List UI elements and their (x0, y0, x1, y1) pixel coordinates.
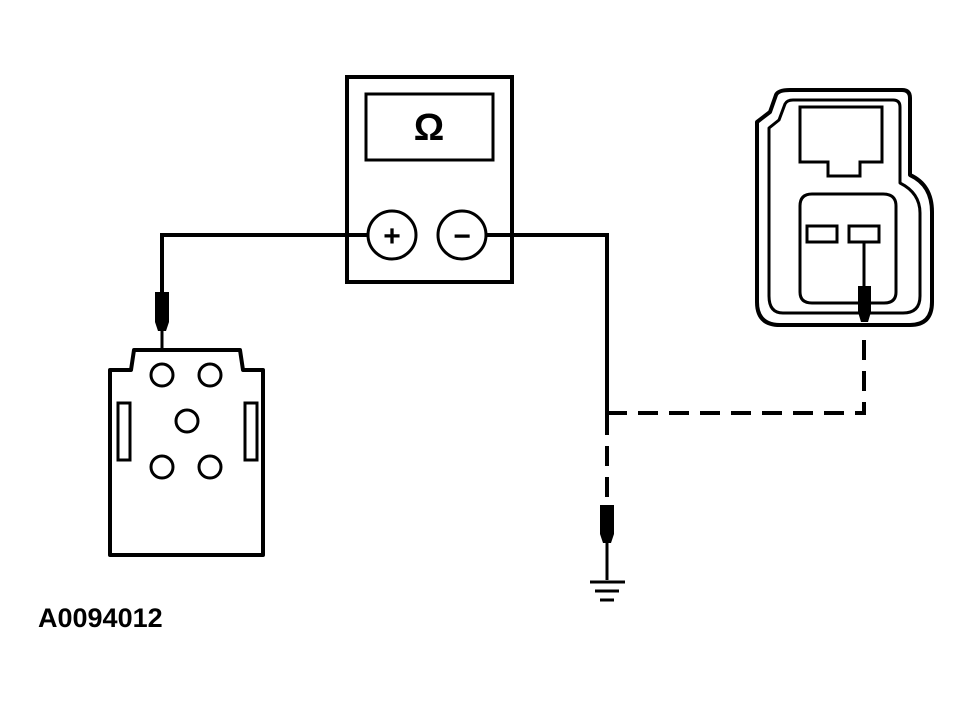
meter-display (364, 92, 495, 162)
connector-terminal-2 (847, 224, 881, 244)
test-probe-icon (600, 505, 614, 580)
probe-tip-ground (600, 505, 614, 543)
connector-lead-dashed (607, 330, 866, 415)
figure-code-label: A0094012 (38, 603, 163, 633)
connector-terminal-1 (805, 224, 839, 244)
ground-symbol-icon (590, 580, 625, 602)
positive-symbol: + (383, 220, 401, 253)
relay-pin-5 (197, 454, 223, 480)
negative-symbol: − (453, 220, 471, 253)
test-probe-icon (858, 242, 871, 322)
connector-face (798, 192, 898, 305)
relay-pin-4 (149, 454, 175, 480)
ohmmeter-icon: Ω + − (345, 75, 514, 284)
probe-tip-connector (858, 286, 871, 322)
probe-tip-positive (155, 292, 169, 331)
relay-outline (108, 348, 265, 557)
meter-display-symbol: Ω (414, 107, 444, 149)
relay-connector-icon (108, 348, 265, 557)
harness-connector-icon (755, 88, 934, 327)
relay-pin-1 (149, 362, 175, 388)
connector-latch-tab (798, 105, 884, 178)
negative-lead-wire (486, 233, 609, 415)
relay-pin-2 (197, 362, 223, 388)
connector-inner-shell (767, 98, 922, 315)
relay-pin-3 (174, 408, 200, 434)
positive-lead-wire (160, 233, 368, 292)
relay-latch-left (116, 401, 132, 462)
relay-latch-right (243, 401, 259, 462)
